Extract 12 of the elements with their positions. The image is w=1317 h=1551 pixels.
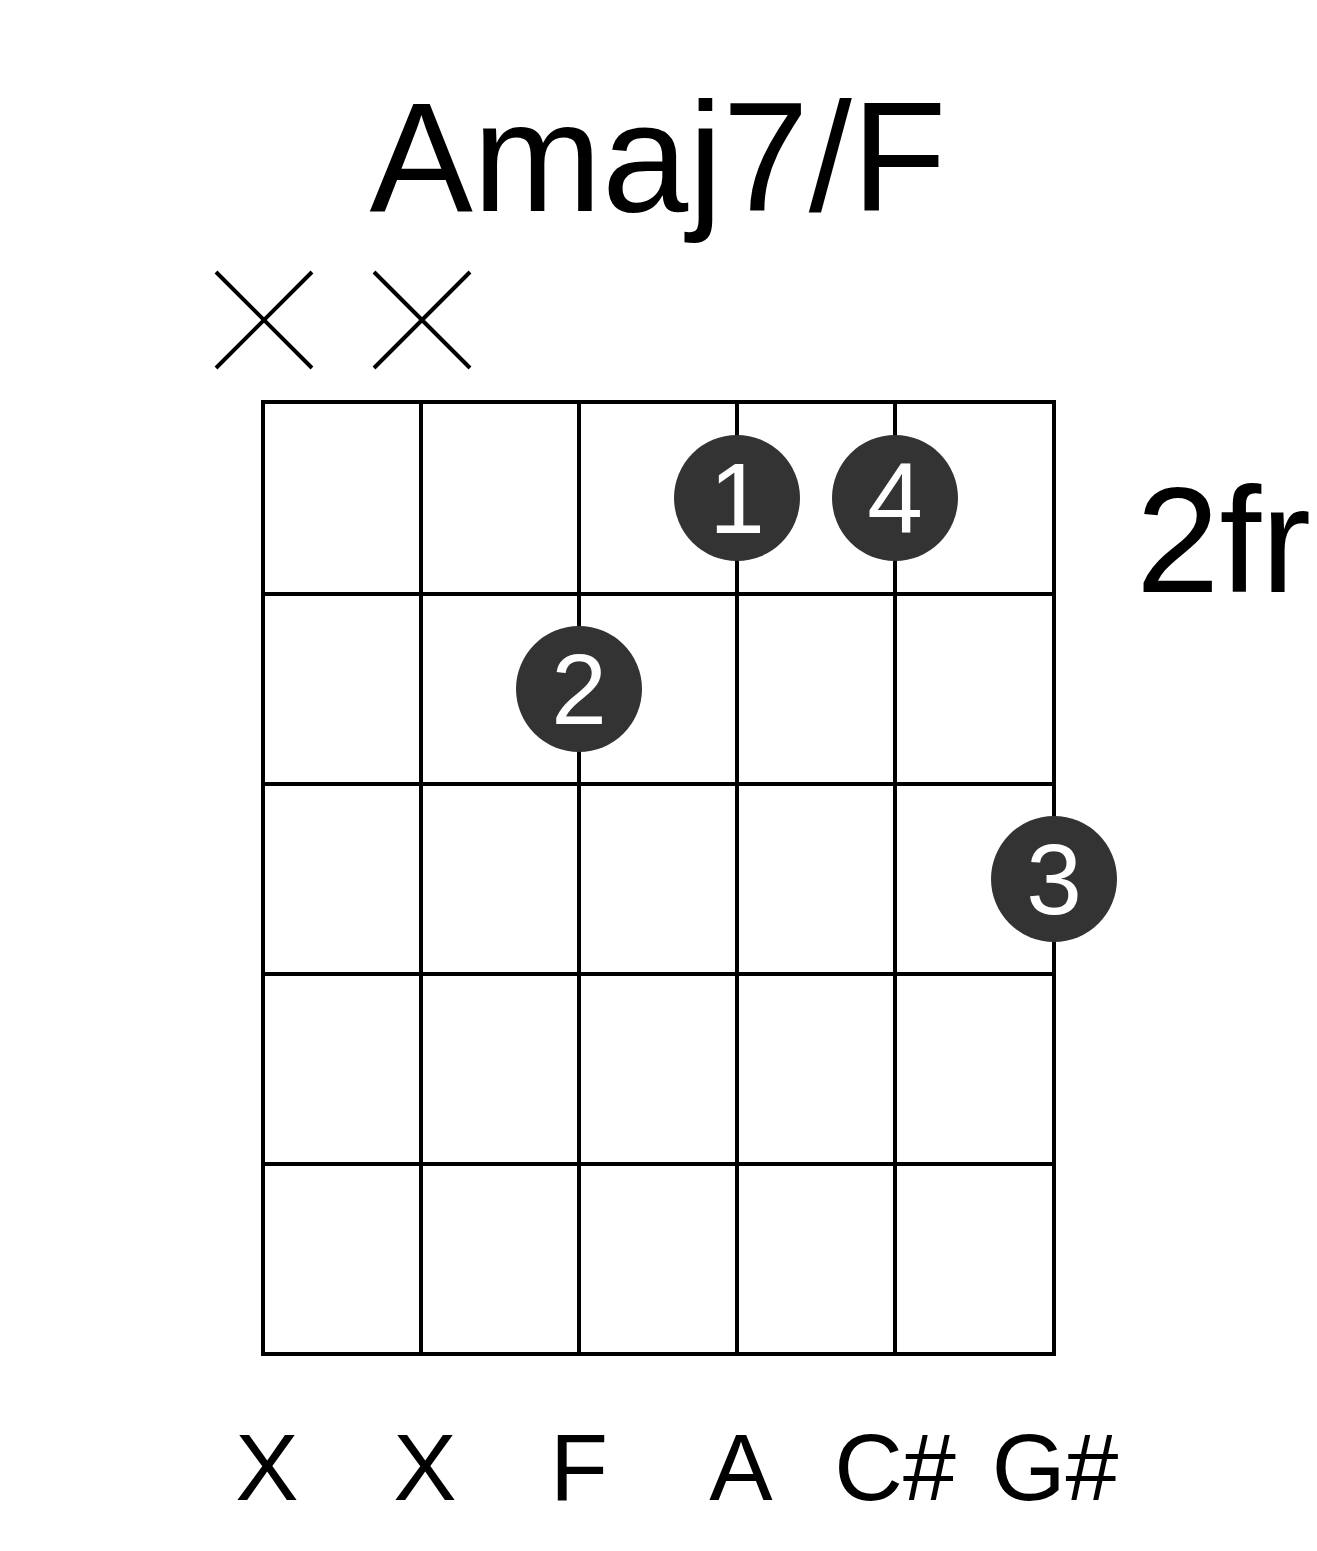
string-note-label: G#	[991, 1420, 1119, 1515]
finger-number: 4	[867, 448, 923, 548]
string-note-label: A	[709, 1420, 773, 1515]
string-note-label: C#	[834, 1420, 956, 1515]
fret-position-label: 2fr	[1136, 465, 1312, 615]
string-note-label: X	[235, 1420, 299, 1515]
string-note-label: X	[393, 1420, 457, 1515]
string-note-label: F	[550, 1420, 608, 1515]
chord-title: Amaj7/F	[368, 70, 948, 246]
finger-number: 2	[551, 639, 607, 739]
finger-number: 3	[1026, 829, 1082, 929]
finger-number: 1	[709, 448, 765, 548]
